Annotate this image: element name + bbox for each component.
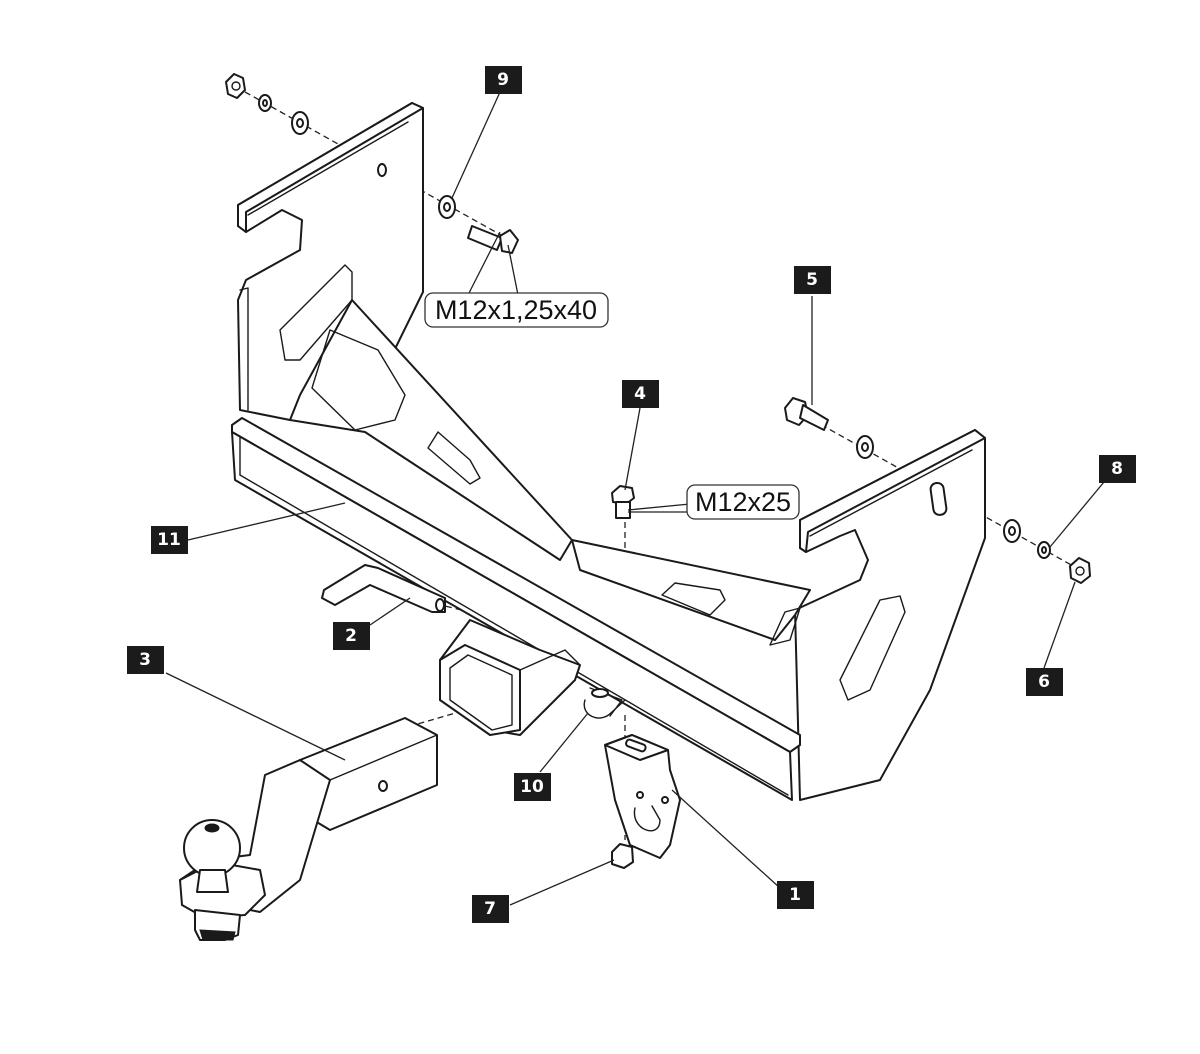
callout-8-label: 8	[1111, 459, 1123, 479]
r-clip	[583, 687, 626, 719]
hex-nut-7	[611, 843, 634, 869]
main-crossbar	[231, 417, 801, 801]
callout-5-label: 5	[806, 270, 818, 290]
callout-10: 10	[514, 773, 551, 801]
upper-right-fasteners	[784, 397, 1091, 584]
bolt-shank-5	[799, 404, 829, 431]
callout-9: 9	[485, 66, 522, 94]
callout-9-label: 9	[497, 70, 509, 90]
callout-3: 3	[127, 646, 164, 674]
hex-nut-left	[225, 73, 246, 99]
callout-3-label: 3	[139, 650, 151, 670]
callout-6-label: 6	[1038, 672, 1050, 692]
upper-left-fasteners	[225, 73, 519, 254]
callout-2-label: 2	[345, 626, 357, 646]
callout-1: 1	[777, 881, 814, 909]
callout-2: 2	[333, 622, 370, 650]
bolt-head-9	[499, 229, 519, 254]
callout-4-label: 4	[634, 384, 646, 404]
right-mounting-bracket	[794, 429, 986, 801]
callout-4: 4	[622, 380, 659, 408]
spec-text-center: M12x25	[695, 487, 791, 517]
spec-label-bolt-center: M12x25	[686, 484, 800, 520]
hitch-pin	[321, 564, 446, 613]
tow-ball	[183, 819, 241, 893]
callout-6: 6	[1026, 668, 1063, 696]
callout-7-label: 7	[484, 899, 496, 919]
callout-11: 11	[151, 526, 188, 554]
callout-5: 5	[794, 266, 831, 294]
receiver-tube	[439, 619, 581, 736]
bolt-4	[611, 485, 635, 519]
callout-11-label: 11	[157, 530, 181, 550]
callout-8: 8	[1099, 455, 1136, 483]
hex-nut-6	[1069, 557, 1091, 584]
callout-1-label: 1	[789, 885, 801, 905]
socket-bracket	[604, 734, 681, 859]
leader-lines	[165, 91, 1105, 906]
spec-label-bolt-upper-left: M12x1,25x40	[424, 292, 609, 328]
right-gusset	[571, 539, 811, 646]
callout-10-label: 10	[520, 777, 544, 797]
spec-text-upper-left: M12x1,25x40	[435, 295, 597, 325]
callout-7: 7	[472, 895, 509, 923]
